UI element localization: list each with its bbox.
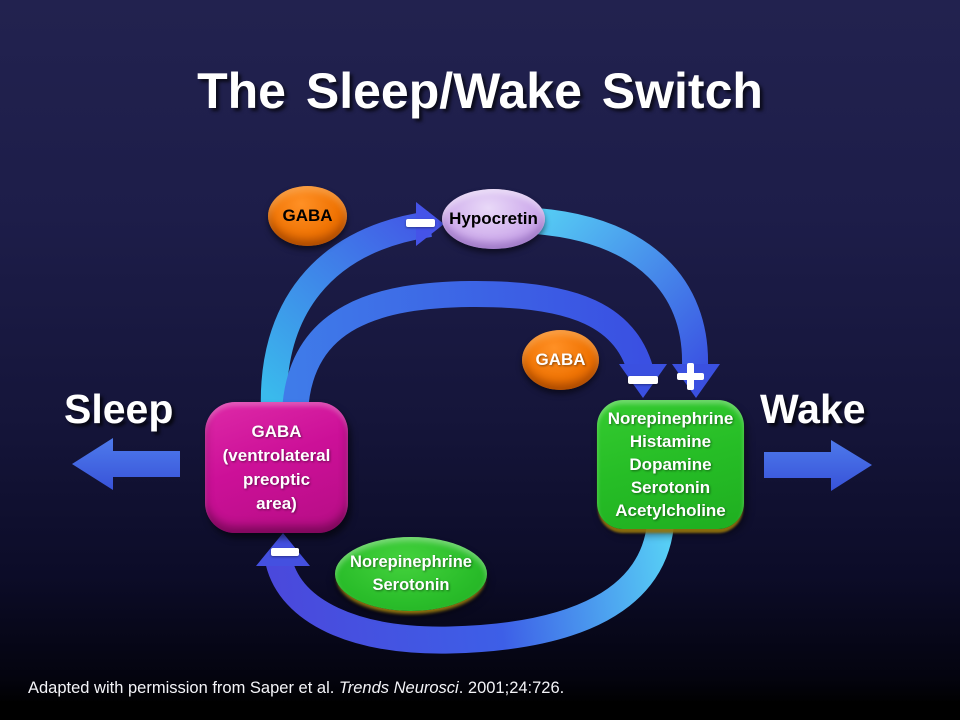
node-wake-nuclei-line3: Dopamine xyxy=(629,455,712,474)
minus-icon xyxy=(406,219,435,227)
citation-text-before: Adapted with permission from Saper et al… xyxy=(28,679,339,697)
wake-arrow xyxy=(764,440,872,491)
node-feedback: Norepinephrine Serotonin xyxy=(335,537,487,611)
sleep-label: Sleep xyxy=(64,386,174,432)
citation: Adapted with permission from Saper et al… xyxy=(28,679,564,698)
slide-title: The Sleep/Wake Switch xyxy=(197,63,763,119)
node-feedback-line2: Serotonin xyxy=(372,576,450,594)
arrowhead-hypocretin-to-wake-nuclei xyxy=(672,364,720,398)
node-gaba-top-label: GABA xyxy=(282,206,333,225)
bottom-band xyxy=(0,701,960,720)
citation-text-after: . 2001;24:726. xyxy=(458,679,565,697)
minus-bar xyxy=(271,548,299,556)
citation-journal: Trends Neurosci xyxy=(338,679,459,697)
arrow-wake-nuclei-to-vlpo xyxy=(265,516,675,654)
minus-icon xyxy=(271,548,299,556)
plus-icon xyxy=(677,363,704,390)
node-feedback-line1: Norepinephrine xyxy=(350,553,472,571)
node-wake-nuclei-line4: Serotonin xyxy=(630,478,711,497)
node-wake-nuclei-line1: Norepinephrine xyxy=(607,409,734,428)
minus-icon xyxy=(628,376,658,384)
node-vlpo-line1: GABA xyxy=(251,421,302,441)
node-gaba-top: GABA xyxy=(268,186,347,246)
wake-label: Wake xyxy=(760,386,866,432)
minus-bar xyxy=(628,376,658,384)
node-wake-nuclei-line2: Histamine xyxy=(629,432,712,451)
arrow-vlpo-to-wake-nuclei xyxy=(282,280,655,414)
sleep-arrow xyxy=(72,438,180,490)
node-gaba-mid-label: GABA xyxy=(535,350,586,369)
node-hypocretin-label: Hypocretin xyxy=(449,209,538,228)
node-gaba-mid: GABA xyxy=(522,330,599,390)
arrow-vlpo-to-hypocretin xyxy=(260,211,432,413)
node-vlpo-line4: area) xyxy=(256,493,297,513)
node-wake-nuclei-line5: Acetylcholine xyxy=(615,501,726,520)
node-vlpo: GABA (ventrolateral preoptic area) xyxy=(205,402,348,533)
node-wake-nuclei: Norepinephrine Histamine Dopamine Seroto… xyxy=(597,400,744,529)
minus-bar xyxy=(406,219,435,227)
plus-bar-vertical xyxy=(687,363,694,390)
node-vlpo-line3: preoptic xyxy=(242,469,311,489)
node-vlpo-line2: (ventrolateral xyxy=(222,445,331,465)
node-hypocretin: Hypocretin xyxy=(442,189,545,249)
arrow-hypocretin-to-wake-nuclei xyxy=(534,208,709,367)
